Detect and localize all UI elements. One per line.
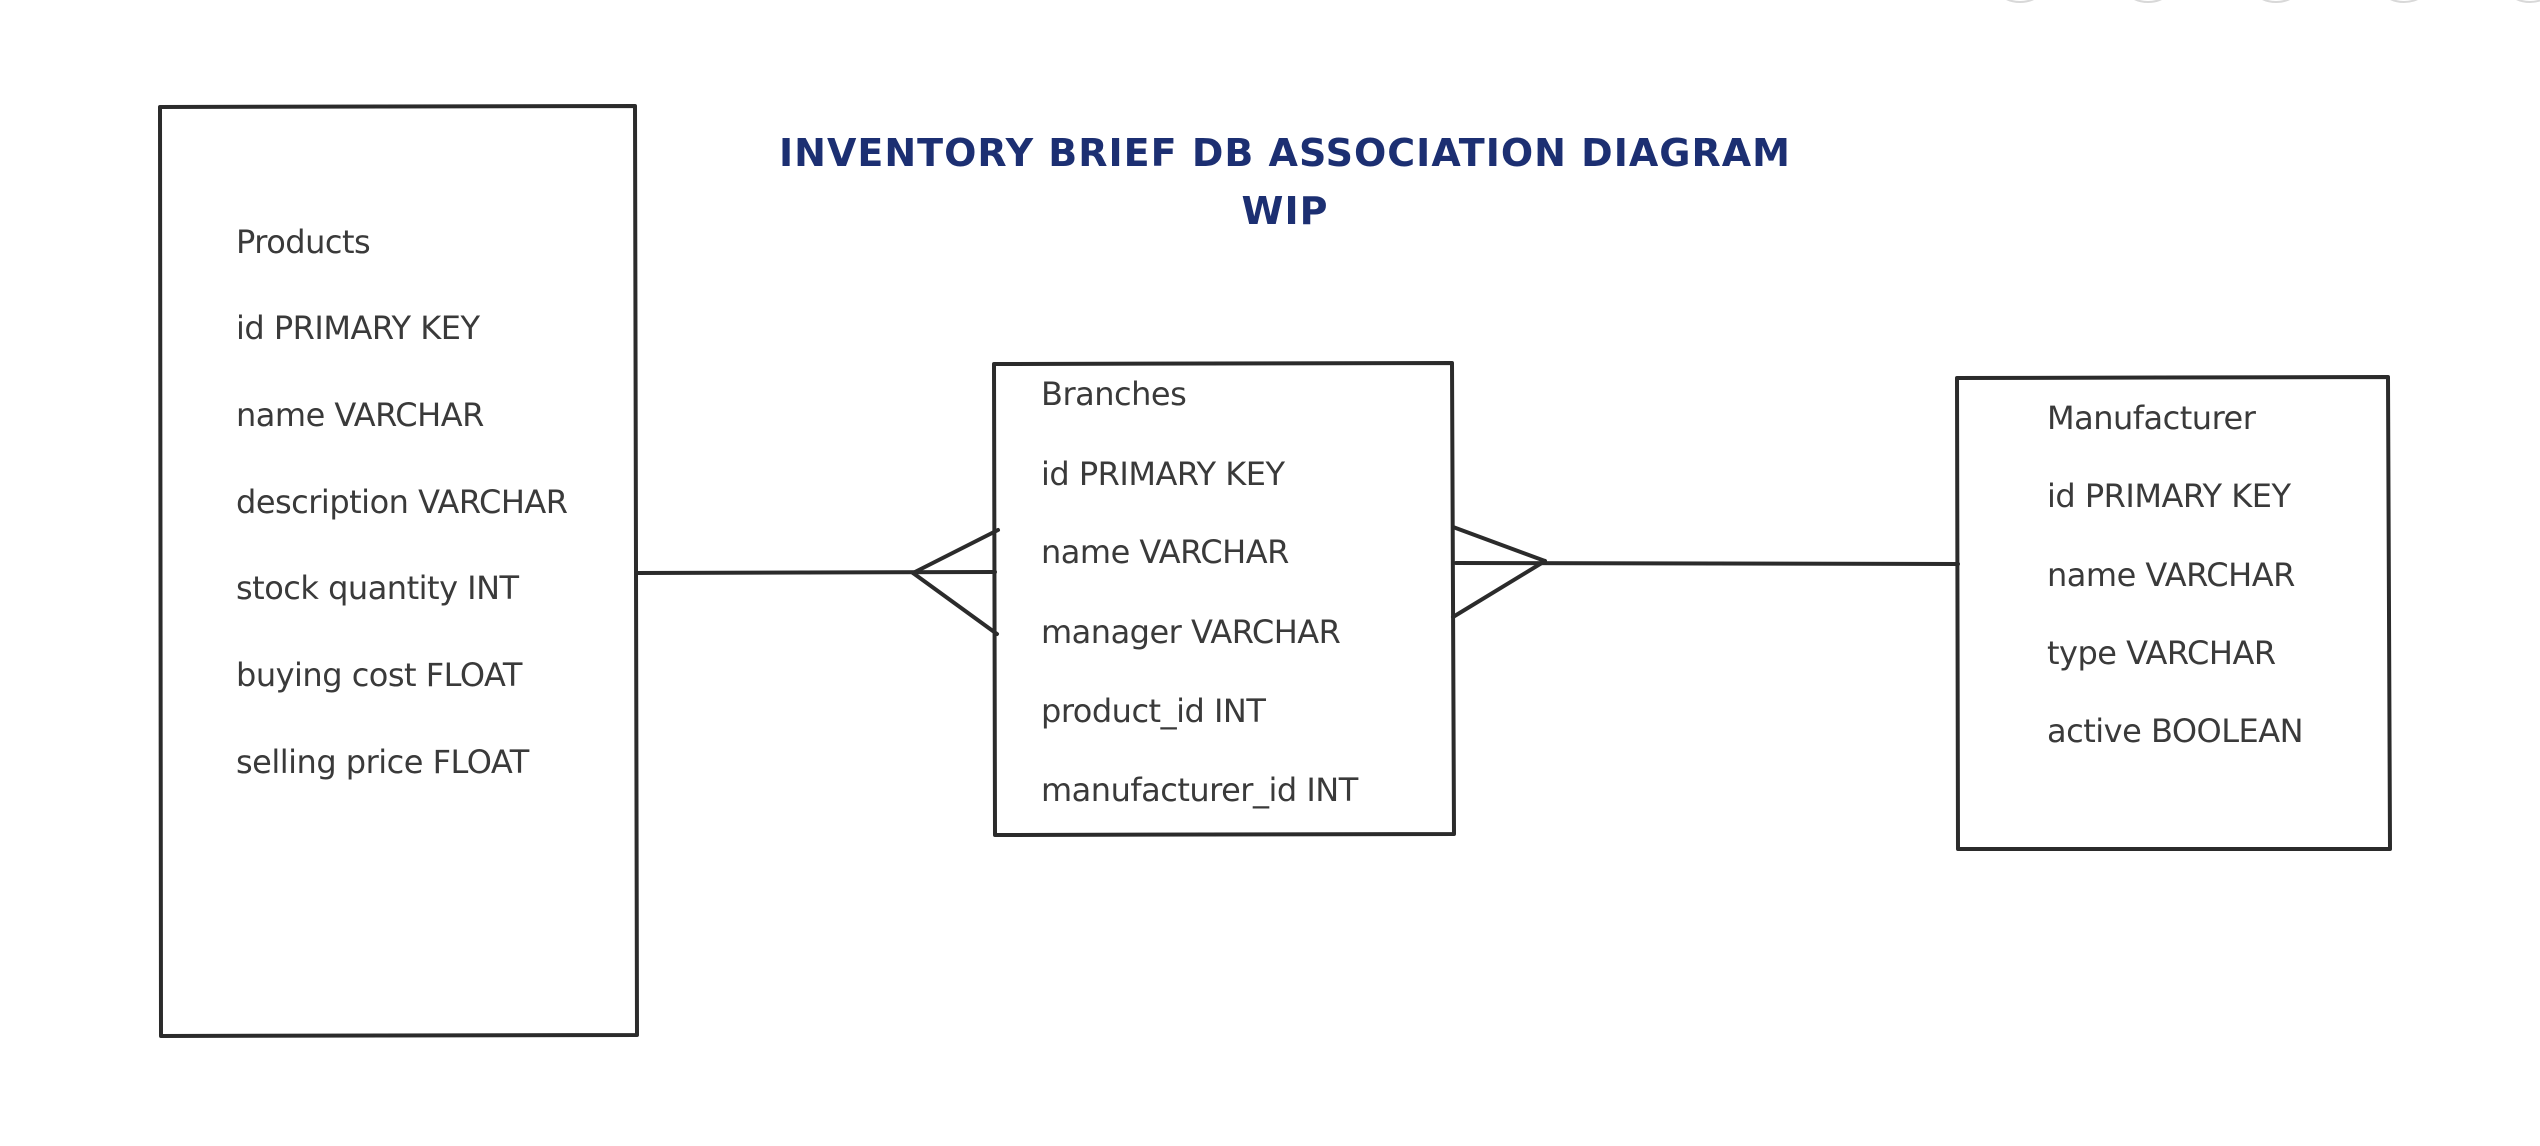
entity-field: name VARCHAR [1041, 533, 1289, 571]
relationship-branches-manufacturer[interactable] [1451, 525, 1960, 619]
entity-field: name VARCHAR [236, 396, 484, 434]
entity-field: id PRIMARY KEY [2047, 477, 2291, 515]
manufacturer-entity-box[interactable] [1955, 375, 2392, 851]
diagram-title: INVENTORY BRIEF DB ASSOCIATION DIAGRAM [779, 131, 1791, 175]
entity-field: type VARCHAR [2047, 634, 2276, 672]
diagram-subtitle: WIP [1241, 189, 1329, 233]
crows-foot-top [911, 528, 1000, 575]
toolbar-circle [2006, 0, 2034, 3]
entity-field: manager VARCHAR [1041, 613, 1341, 651]
entity-field: id PRIMARY KEY [236, 309, 480, 347]
relationship-line [635, 570, 997, 575]
entity-field: active BOOLEAN [2047, 712, 2304, 750]
entity-field: selling price FLOAT [236, 743, 529, 781]
products-entity-box[interactable] [158, 104, 639, 1038]
entity-field: product_id INT [1041, 692, 1266, 730]
branches-entity-box[interactable] [992, 361, 1456, 837]
relationship-line [1454, 561, 1960, 566]
entity-name: Manufacturer [2047, 399, 2256, 437]
entity-field: manufacturer_id INT [1041, 771, 1358, 809]
entity-field: buying cost FLOAT [236, 656, 522, 694]
toolbar-circle [2516, 0, 2540, 3]
crows-foot-bottom [911, 571, 999, 636]
entity-field: name VARCHAR [2047, 556, 2295, 594]
toolbar-circle [2134, 0, 2162, 3]
crows-foot-bottom [1451, 559, 1547, 619]
entity-field: description VARCHAR [236, 483, 568, 521]
toolbar-circle [2390, 0, 2418, 3]
entity-field: id PRIMARY KEY [1041, 455, 1285, 493]
entity-name: Products [236, 223, 371, 261]
crows-foot-top [1451, 525, 1547, 563]
relationship-products-branches[interactable] [635, 528, 1000, 636]
entity-name: Branches [1041, 375, 1187, 413]
toolbar-circles [2006, 0, 2540, 3]
entity-field: stock quantity INT [236, 569, 519, 607]
toolbar-circle [2262, 0, 2290, 3]
